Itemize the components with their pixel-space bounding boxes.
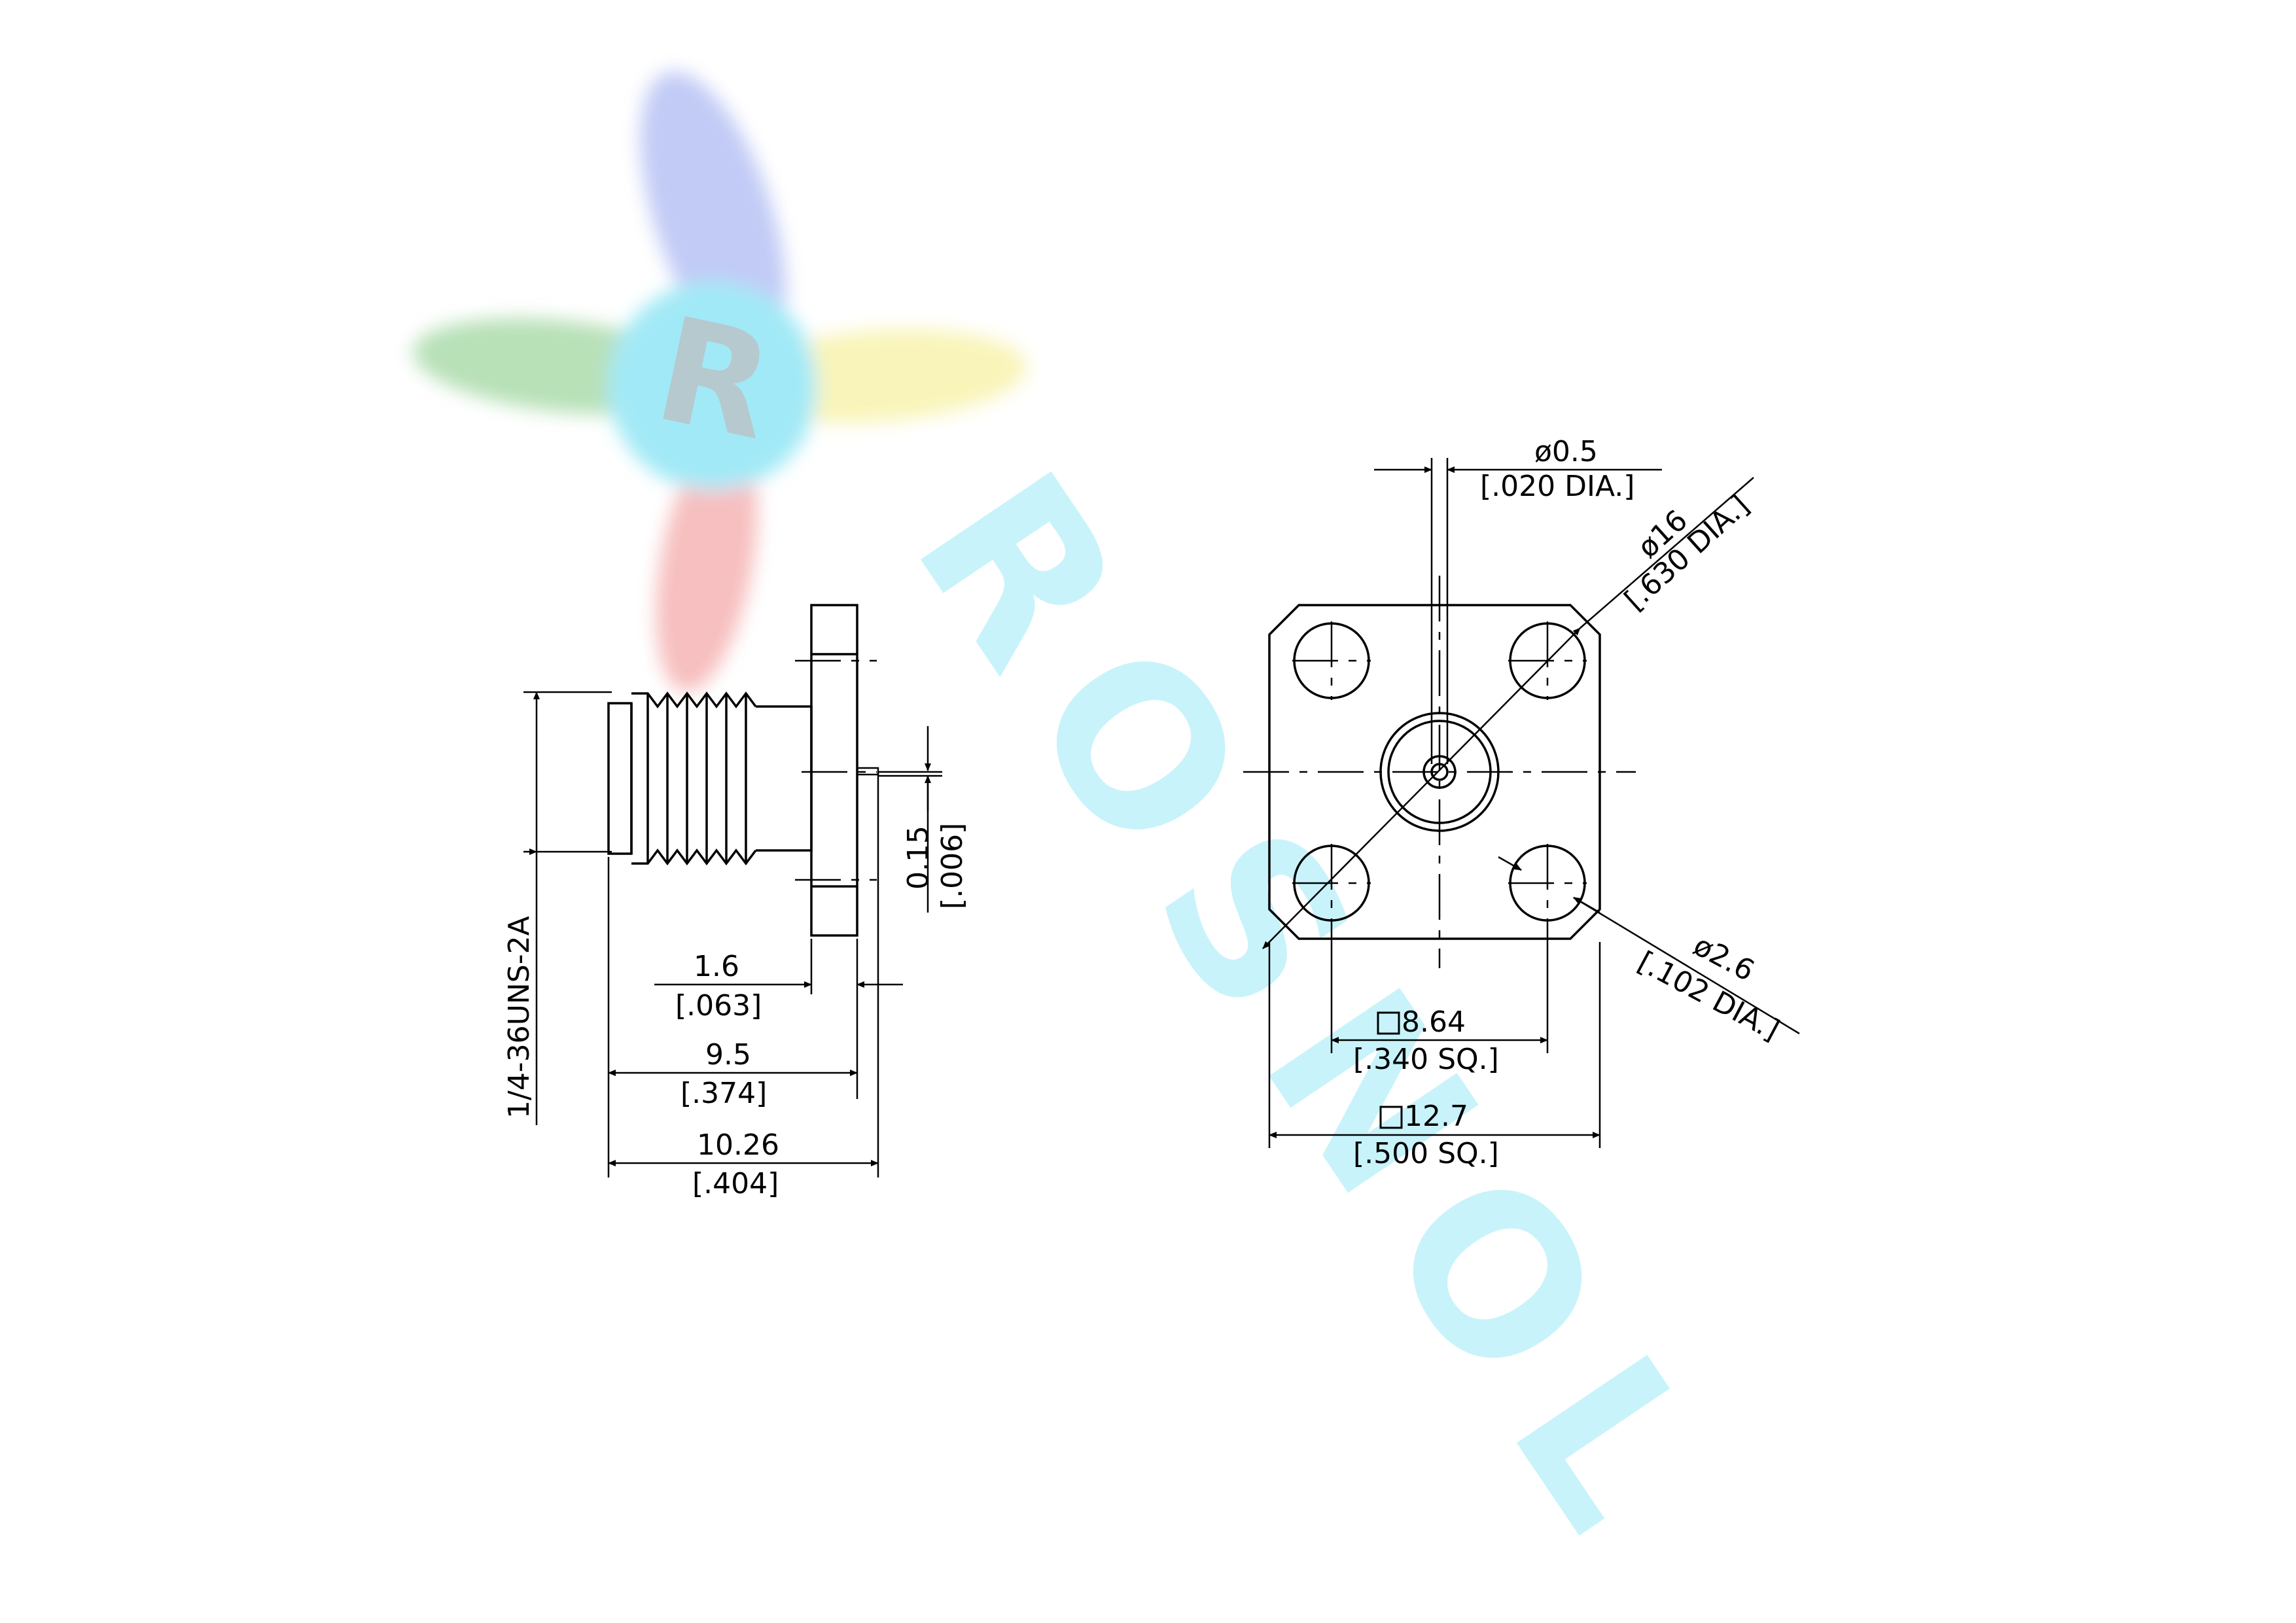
side-view: 1/4-36UNS-2A 0.15 [.006] 1.6 [.063] 9.5 … (503, 604, 969, 1200)
thread-profile (630, 691, 757, 865)
pin-diameter-mm: ø0.5 (1534, 435, 1598, 468)
flange-thickness-inch: [.063] (675, 989, 762, 1022)
logo-petal-red (656, 433, 758, 692)
pin-protrusion-mm: 0.15 (902, 826, 935, 890)
thread-spec-label: 1/4-36UNS-2A (503, 916, 536, 1119)
flange-thickness-mm: 1.6 (694, 950, 739, 983)
body-length-inch: [.374] (680, 1077, 767, 1110)
square-symbol-icon (1379, 1106, 1403, 1129)
flange-size-mm: 12.7 (1404, 1100, 1468, 1133)
bolt-circle-inch: [.630 DIA.] (1618, 489, 1756, 617)
overall-length-mm: 10.26 (697, 1128, 779, 1162)
hole-spacing-inch: [.340 SQ.] (1353, 1043, 1499, 1076)
square-symbol-icon (1377, 1011, 1400, 1035)
connector-front-face (607, 702, 633, 855)
pin-diameter-inch: [.020 DIA.] (1480, 470, 1634, 503)
logo-center-circle (609, 281, 818, 491)
hole-spacing-mm: 8.64 (1402, 1005, 1466, 1039)
overall-length-inch: [.404] (692, 1167, 779, 1200)
pin-protrusion-inch: [.006] (936, 823, 969, 909)
watermark-logo (413, 71, 1027, 692)
flange-size-inch: [.500 SQ.] (1353, 1137, 1499, 1170)
body-length-mm: 9.5 (705, 1038, 751, 1072)
connector-body (756, 705, 813, 852)
